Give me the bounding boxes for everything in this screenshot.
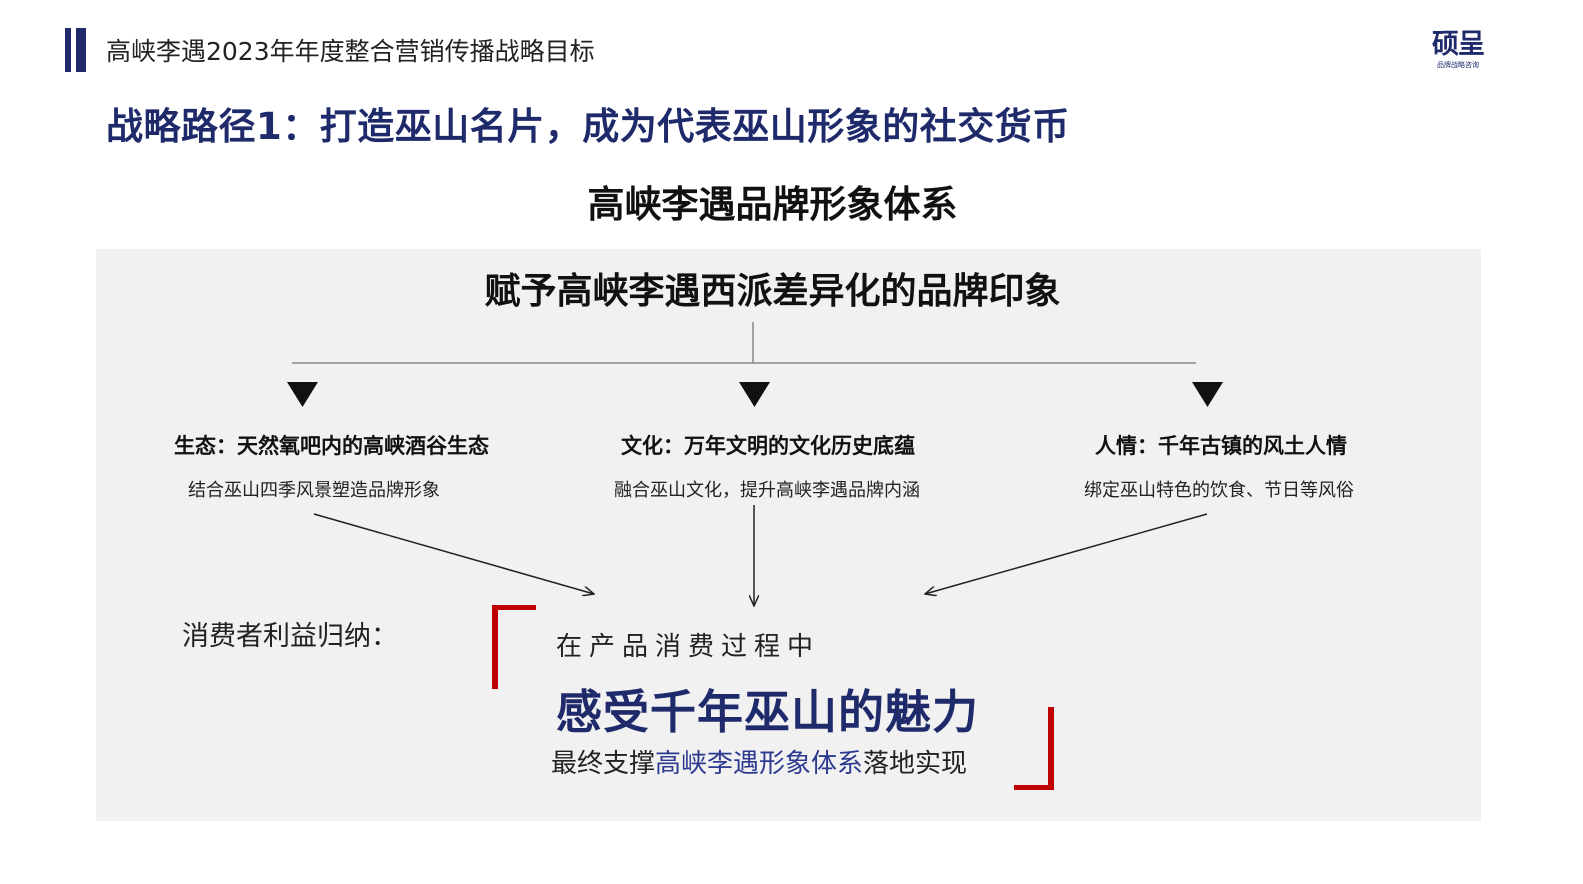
strategy-title: 战略路径1：打造巫山名片，成为代表巫山形象的社交货币 xyxy=(106,105,1070,148)
bracket-top-left xyxy=(492,605,498,689)
column-title-ecology: 生态：天然氧吧内的高峡酒谷生态 xyxy=(174,434,489,458)
support-prefix: 最终支撑 xyxy=(551,749,656,779)
brand-logo: 硕呈 品牌战略咨询 xyxy=(1428,30,1488,70)
logo-text: 硕呈 xyxy=(1432,29,1485,60)
support-statement: 最终支撑高峡李遇形象体系落地实现 xyxy=(551,743,967,780)
logo-subtext: 品牌战略咨询 xyxy=(1437,61,1479,69)
in-process-text: 在产品消费过程中 xyxy=(556,632,821,662)
arrow-left xyxy=(313,513,594,594)
bracket-top-left-cap xyxy=(492,605,536,610)
down-triangle-icon-left xyxy=(287,382,318,407)
column-desc-ecology: 结合巫山四季风景塑造品牌形象 xyxy=(188,480,440,501)
support-suffix: 落地实现 xyxy=(863,749,968,779)
arrow-right xyxy=(925,513,1208,594)
bracket-bottom-right-cap xyxy=(1014,785,1054,790)
down-triangle-icon-center xyxy=(739,382,770,407)
down-triangle-icon-right xyxy=(1192,382,1223,407)
bracket-bottom-right xyxy=(1048,707,1054,790)
column-desc-culture: 融合巫山文化，提升高峡李遇品牌内涵 xyxy=(614,480,920,501)
support-highlight: 高峡李遇形象体系 xyxy=(655,749,864,779)
header-accent-bar xyxy=(65,28,71,72)
core-benefit: 感受千年巫山的魅力 xyxy=(556,685,979,739)
column-title-people: 人情：千年古镇的风土人情 xyxy=(1095,434,1347,458)
column-desc-people: 绑定巫山特色的饮食、节日等风俗 xyxy=(1084,480,1354,501)
benefit-label: 消费者利益归纳： xyxy=(182,621,398,652)
header-accent-bar-thick xyxy=(76,28,86,72)
header-title: 高峡李遇2023年年度整合营销传播战略目标 xyxy=(106,37,595,66)
panel-subheading: 赋予高峡李遇西派差异化的品牌印象 xyxy=(484,271,1061,312)
section-title: 高峡李遇品牌形象体系 xyxy=(587,183,958,226)
content-panel xyxy=(96,249,1481,821)
column-title-culture: 文化：万年文明的文化历史底蕴 xyxy=(621,434,915,458)
